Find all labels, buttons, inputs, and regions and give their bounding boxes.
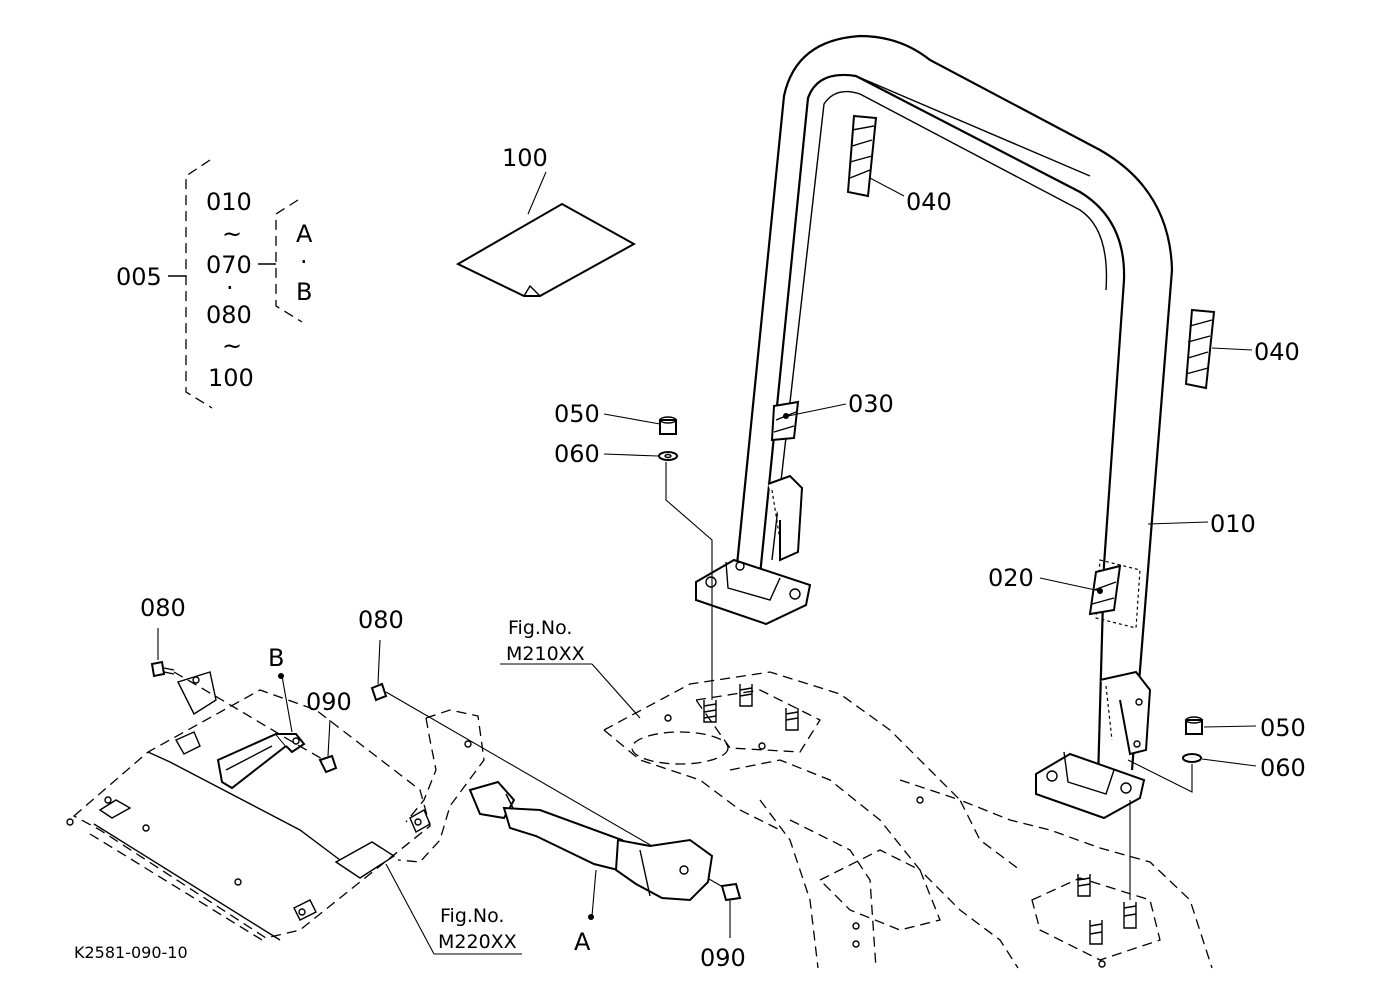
range-separator: · bbox=[226, 274, 234, 302]
label-080-left: 080 bbox=[140, 594, 186, 622]
label-a: A bbox=[574, 928, 591, 956]
figure-code: K2581-090-10 bbox=[74, 943, 188, 962]
seat-plate bbox=[66, 671, 431, 941]
label-020: 020 bbox=[988, 564, 1034, 592]
variant-b: B bbox=[296, 278, 312, 306]
label-040-left: 040 bbox=[906, 188, 952, 216]
assembly-number: 005 bbox=[116, 263, 162, 291]
label-060-right: 060 bbox=[1260, 754, 1306, 782]
label-080-mid: 080 bbox=[358, 606, 404, 634]
range-end-bottom: 100 bbox=[208, 364, 254, 392]
seat-belt-buckle: B bbox=[216, 644, 306, 790]
m210-line2: M210XX bbox=[506, 643, 585, 665]
machine-frame-outline bbox=[603, 671, 1213, 969]
label-030: 030 bbox=[848, 390, 894, 418]
m220-line2: M220XX bbox=[438, 931, 517, 953]
bolt-left: 080 bbox=[140, 594, 325, 761]
caution-decal: 020 bbox=[988, 559, 1141, 629]
range-tilde-bottom: ~ bbox=[222, 332, 242, 360]
side-bracket bbox=[397, 709, 485, 863]
assembly-bracket: 005 010 ~ 070 · 080 ~ 100 A · B bbox=[116, 159, 313, 409]
label-b: B bbox=[268, 644, 284, 672]
nut-washer-right: 050 060 bbox=[1127, 714, 1306, 900]
nut-washer-left: 050 060 bbox=[554, 400, 713, 700]
m210-line1: Fig.No. bbox=[508, 617, 572, 639]
label-050-right: 050 bbox=[1260, 714, 1306, 742]
reference-m210: Fig.No. M210XX bbox=[500, 617, 641, 719]
label-090-right: 090 bbox=[700, 944, 746, 972]
variant-a: A bbox=[296, 220, 313, 248]
range-start-bottom: 080 bbox=[206, 301, 252, 329]
label-050-left: 050 bbox=[554, 400, 600, 428]
label-060-left: 060 bbox=[554, 440, 600, 468]
range-start-top: 010 bbox=[206, 188, 252, 216]
label-040-right: 040 bbox=[1254, 338, 1300, 366]
manual-sheet: 100 bbox=[455, 144, 637, 297]
rops-frame bbox=[695, 34, 1174, 820]
seat-belt-webbing: A bbox=[468, 780, 714, 956]
warning-decal: 030 bbox=[770, 390, 894, 442]
label-010: 010 bbox=[1210, 510, 1256, 538]
variant-separator: · bbox=[300, 248, 308, 276]
m220-line1: Fig.No. bbox=[440, 905, 504, 927]
reflector-right: 040 bbox=[1184, 308, 1300, 390]
range-tilde-top: ~ bbox=[222, 220, 242, 248]
reflector-left: 040 bbox=[846, 114, 952, 216]
label-090-left: 090 bbox=[306, 688, 352, 716]
label-100: 100 bbox=[502, 144, 548, 172]
nut-right: 090 bbox=[700, 882, 746, 972]
reference-m220: Fig.No. M220XX bbox=[385, 863, 522, 955]
nut-left: 090 bbox=[306, 688, 352, 774]
range-end-top: 070 bbox=[206, 251, 252, 279]
